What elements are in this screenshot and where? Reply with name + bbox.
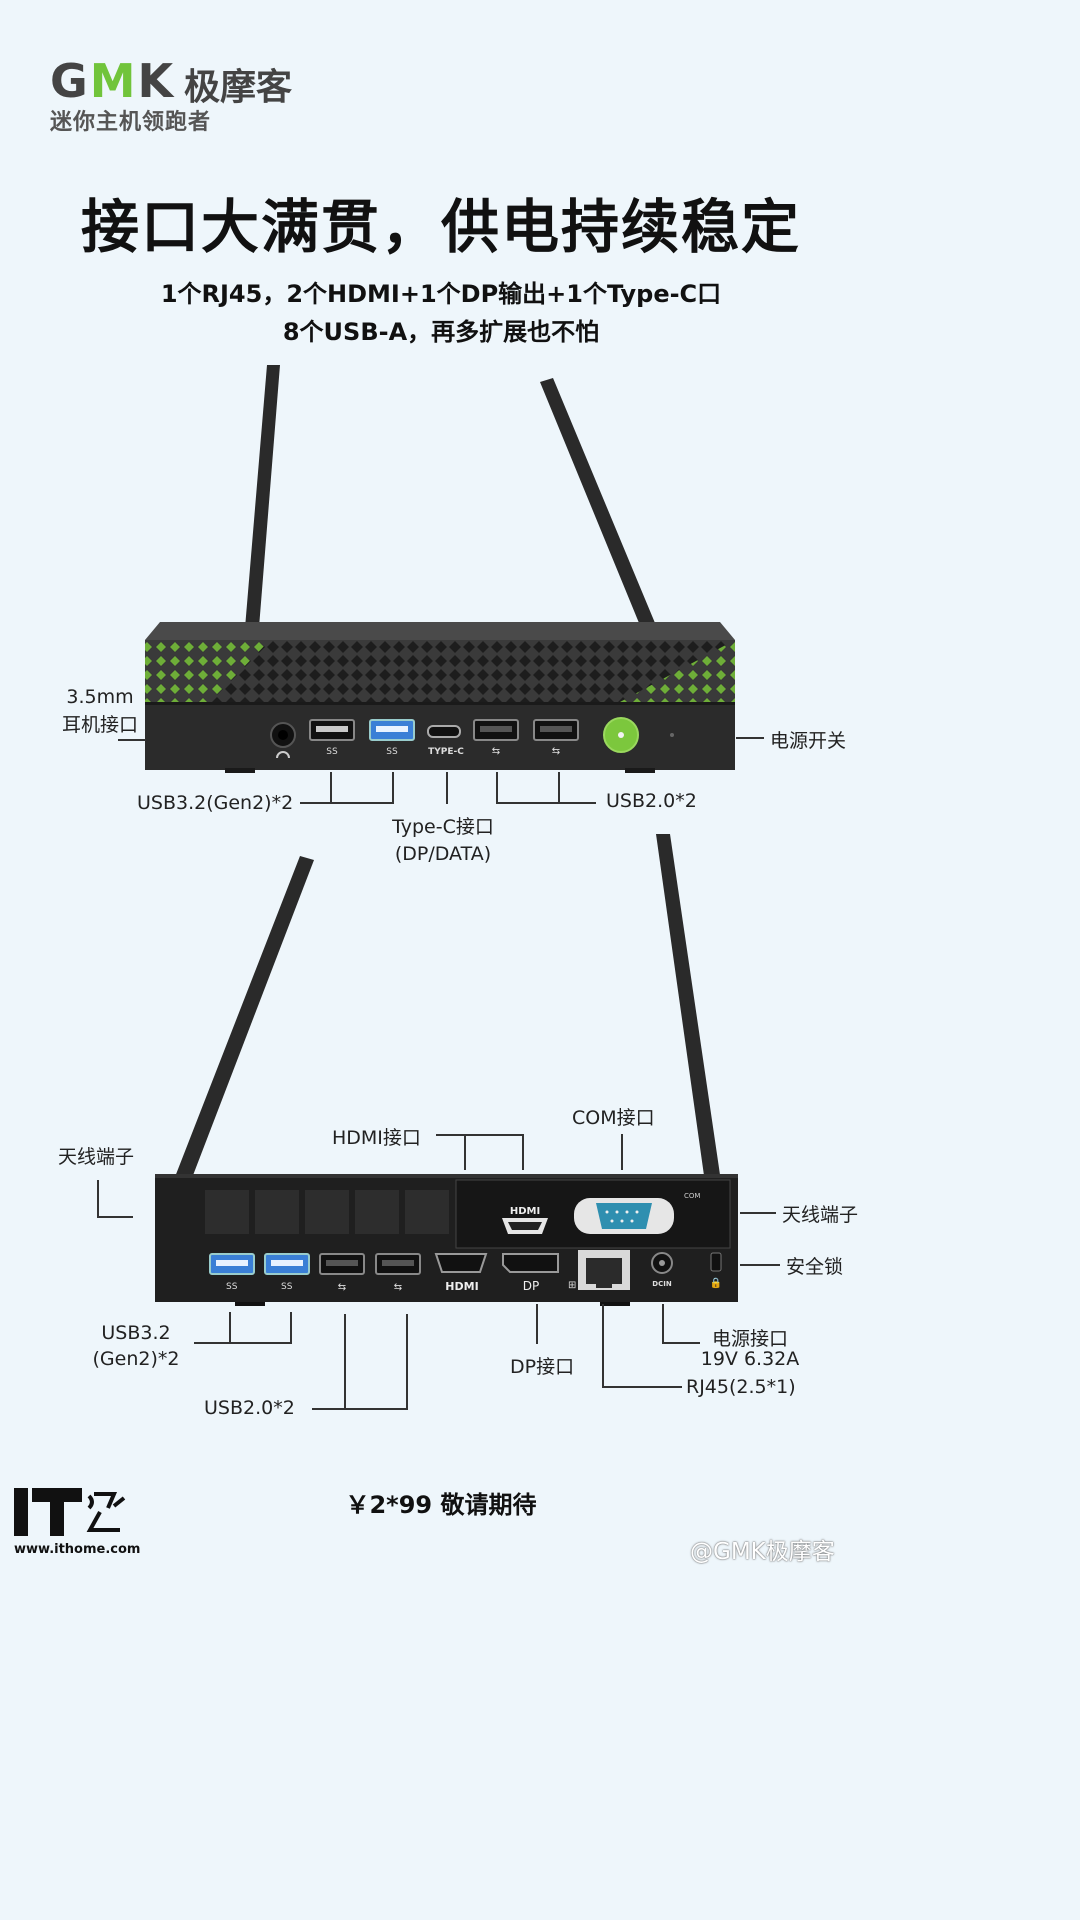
callout-rj45: RJ45(2.5*1)	[686, 1376, 796, 1398]
rear-antenna-right	[656, 834, 724, 1222]
logo-letter-g: G	[50, 54, 90, 108]
callout-hdmi: HDMI接口	[332, 1127, 421, 1149]
brand-tagline: 迷你主机领跑者	[50, 110, 212, 135]
callout-antenna-left: 天线端子	[58, 1146, 135, 1168]
usb32-mark-1: SS	[326, 747, 338, 757]
callout-power-line1: 电源接口	[711, 1328, 788, 1350]
weibo-watermark: @GMK极摩客	[690, 1539, 835, 1565]
rear-hdmi-top	[502, 1218, 548, 1234]
logo-letter-k: K	[137, 54, 176, 108]
callout-rear-usb32-line2: (Gen2)*2	[92, 1348, 180, 1370]
logo-letter-m: M	[89, 54, 138, 108]
callout-audio-line1: 3.5mm	[66, 686, 134, 708]
lock-icon: 🔒	[710, 1277, 722, 1289]
rear-com-label: COM	[684, 1192, 700, 1200]
usb20-port-1	[473, 719, 519, 741]
callout-power-line2: 19V 6.32A	[700, 1348, 800, 1370]
callout-power-switch: 电源开关	[770, 730, 847, 752]
rear-usb20-mark-2-icon: ⇆	[394, 1282, 402, 1293]
rear-rj45-port	[578, 1250, 630, 1290]
front-device-illustration: SS SS TYPE-C ⇆ ⇆	[145, 365, 735, 773]
usb20-port-2	[533, 719, 579, 741]
antenna-right	[540, 378, 662, 642]
ithome-url: www.ithome.com	[14, 1542, 141, 1557]
brand-name: 极摩客	[184, 67, 293, 108]
callout-audio-line2: 耳机接口	[61, 714, 138, 736]
usb20-mark-1-icon: ⇆	[492, 746, 500, 757]
power-button	[603, 717, 639, 753]
callout-rear-usb32-line1: USB3.2	[101, 1322, 171, 1344]
rear-hdmi-bottom	[434, 1253, 488, 1273]
network-icon: ⊞	[568, 1280, 576, 1291]
rear-dcin-port	[651, 1252, 673, 1274]
rear-usb32-mark-2: SS	[281, 1282, 293, 1292]
usb20-mark-2-icon: ⇆	[552, 746, 560, 757]
callout-lock: 安全锁	[786, 1256, 844, 1278]
rear-hdmi-top-label: HDMI	[510, 1206, 540, 1217]
typec-mark: TYPE-C	[428, 747, 464, 757]
callout-rear-usb20: USB2.0*2	[204, 1397, 295, 1419]
usb32-port-2	[369, 719, 415, 741]
callout-dp: DP接口	[510, 1356, 575, 1378]
rear-dp-port	[502, 1253, 559, 1273]
rear-usb32-port-1	[209, 1253, 255, 1275]
ithome-logo	[14, 1486, 134, 1544]
rear-dcin-label: DCIN	[652, 1280, 672, 1288]
rear-usb20-mark-1-icon: ⇆	[338, 1282, 346, 1293]
rear-usb32-mark-1: SS	[226, 1282, 238, 1292]
gmk-logo: GMK	[50, 54, 175, 108]
usb32-port-1	[309, 719, 355, 741]
rear-vent	[205, 1190, 449, 1234]
callout-com: COM接口	[572, 1107, 655, 1129]
rear-device-illustration: HDMI COM SS SS ⇆ ⇆ HDMI DP	[155, 834, 738, 1306]
headline: 接口大满贯，供电持续稳定	[80, 193, 801, 261]
rear-hdmi-bottom-label: HDMI	[445, 1280, 478, 1293]
typec-port	[427, 725, 461, 738]
rear-dp-label: DP	[523, 1279, 539, 1293]
ithome-logo-icon	[14, 1488, 126, 1536]
rear-com-port	[574, 1198, 674, 1234]
callout-antenna-right: 天线端子	[782, 1204, 859, 1226]
usb32-mark-2: SS	[386, 747, 398, 757]
rear-usb32-port-2	[264, 1253, 310, 1275]
rear-usb20-port-1	[319, 1253, 365, 1275]
price-text: ￥2*99 敬请期待	[345, 1491, 537, 1519]
rear-lock-slot	[710, 1252, 722, 1272]
rear-antenna-left	[166, 856, 314, 1222]
rear-usb20-port-2	[375, 1253, 421, 1275]
callout-front-typec-line2: (DP/DATA)	[394, 843, 492, 865]
audio-jack	[270, 722, 296, 759]
callout-front-typec-line1: Type-C接口	[392, 816, 494, 838]
callout-front-usb32: USB3.2(Gen2)*2	[137, 792, 294, 814]
subtitle-line-2: 8个USB-A，再多扩展也不怕	[282, 318, 600, 346]
antenna-left	[240, 365, 280, 646]
subtitle-line-1: 1个RJ45，2个HDMI+1个DP输出+1个Type-C口	[160, 280, 722, 308]
callout-front-usb20: USB2.0*2	[606, 790, 697, 812]
